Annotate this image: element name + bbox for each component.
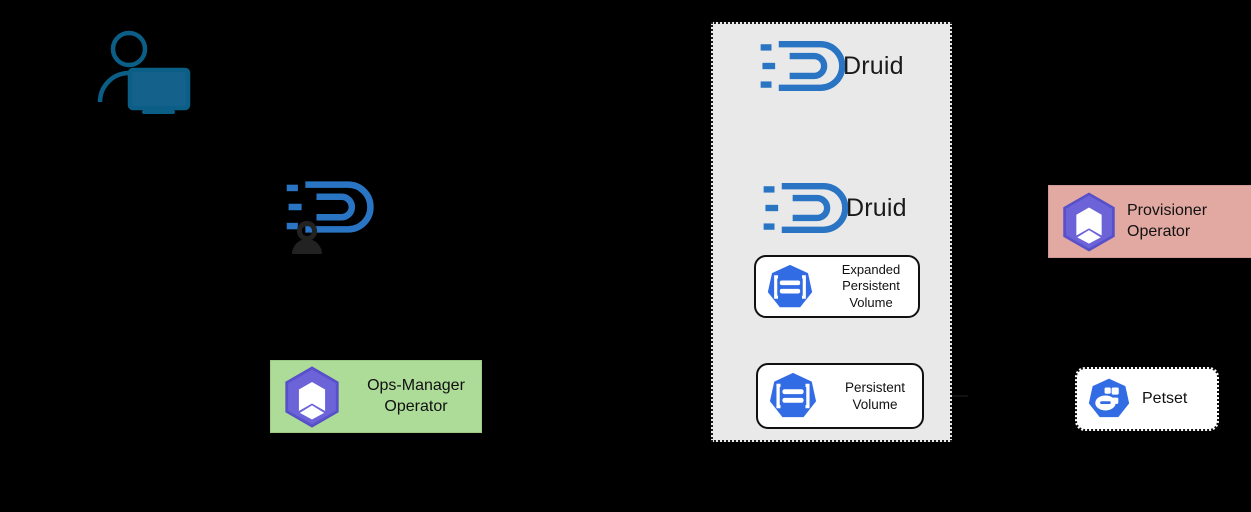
persistent-volume-node[interactable]: Persistent Volume (756, 363, 924, 429)
petset-label: Petset (1142, 389, 1188, 407)
expanded-persistent-volume-node[interactable]: Expanded Persistent Volume (754, 255, 920, 318)
druid-bottom-node: Druid (760, 178, 907, 238)
user-at-computer-icon (97, 30, 191, 114)
expanded-persistent-volume-label: Expanded Persistent Volume (841, 261, 901, 310)
druid-user-node (283, 176, 374, 254)
druid-bottom-label: Druid (846, 193, 907, 222)
provisioner-operator-node[interactable]: Provisioner Operator (1048, 185, 1251, 258)
provisioner-operator-label: Provisioner Operator (1127, 202, 1208, 240)
kubernetes-persistent-volume-icon (768, 371, 818, 421)
druid-top-label: Druid (843, 51, 904, 80)
kubernetes-petset-icon (1086, 376, 1132, 422)
operator-hexagon-icon (283, 365, 341, 428)
druid-logo-icon (757, 36, 846, 96)
persistent-volume-label: Persistent Volume (844, 379, 906, 412)
person-icon (292, 220, 322, 254)
ops-manager-operator-label: Ops-Manager Operator (367, 377, 465, 415)
ops-manager-operator-node[interactable]: Ops-Manager Operator (270, 360, 482, 433)
operator-hexagon-icon (1061, 191, 1117, 252)
druid-logo-icon (760, 178, 849, 238)
druid-logo-icon (283, 176, 374, 254)
petset-node[interactable]: Petset (1075, 367, 1219, 431)
druid-top-node: Druid (757, 36, 904, 96)
kubernetes-persistent-volume-icon (766, 263, 814, 311)
